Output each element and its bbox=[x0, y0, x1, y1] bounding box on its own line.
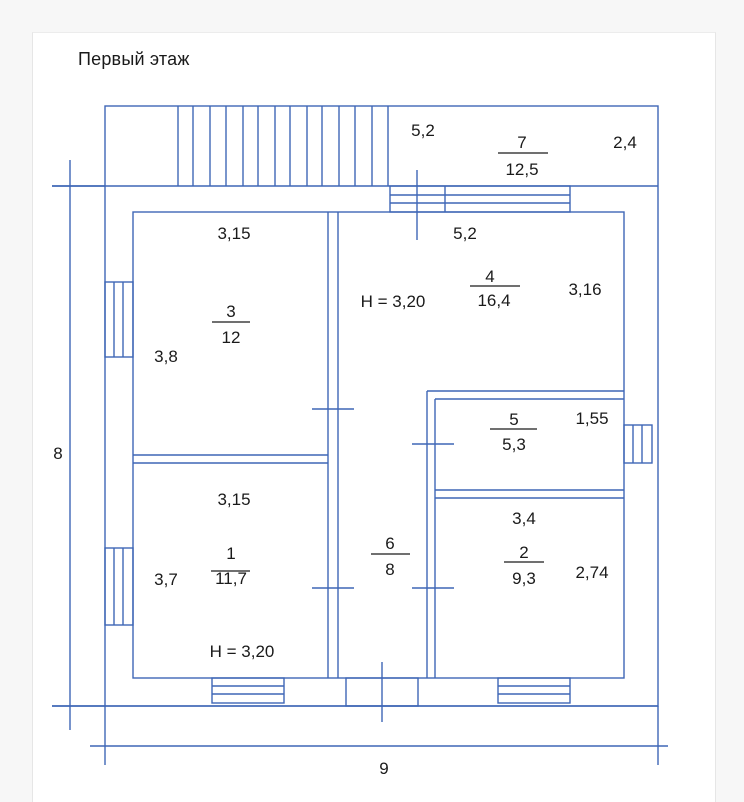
room-1-area: 11,7 bbox=[215, 569, 247, 588]
plan-labels: 1 11,7 2 9,3 3 12 4 16,4 5 5,3 6 8 7 12,… bbox=[53, 121, 637, 778]
partitions bbox=[133, 212, 624, 678]
dim-overall-width: 9 bbox=[379, 759, 388, 778]
dim-room5-right: 1,55 bbox=[575, 409, 608, 428]
room-6-number: 6 bbox=[385, 534, 394, 553]
fraction-bars bbox=[211, 152, 548, 572]
dim-room4-right: 3,16 bbox=[568, 280, 601, 299]
ceiling-height-room1: H = 3,20 bbox=[210, 642, 275, 661]
room-2-number: 2 bbox=[519, 543, 528, 562]
dim-terrace-top: 5,2 bbox=[411, 121, 435, 140]
room-7-number: 7 bbox=[517, 133, 526, 152]
dim-room1-top: 3,15 bbox=[217, 490, 250, 509]
stairs bbox=[177, 106, 389, 186]
floor-title: Первый этаж bbox=[78, 49, 190, 69]
room-7-area: 12,5 bbox=[505, 160, 538, 179]
dim-room3-top: 3,15 bbox=[217, 224, 250, 243]
room-5-number: 5 bbox=[509, 410, 518, 429]
dim-overall-height: 8 bbox=[53, 444, 62, 463]
outer-wall-line bbox=[104, 105, 659, 707]
inner-wall-line bbox=[132, 211, 625, 679]
dimension-lines bbox=[52, 160, 668, 765]
room-1-number: 1 bbox=[226, 544, 235, 563]
ceiling-height-room4: H = 3,20 bbox=[361, 292, 426, 311]
dim-room3-left: 3,8 bbox=[154, 347, 178, 366]
room-4-number: 4 bbox=[485, 267, 494, 286]
room-2-area: 9,3 bbox=[512, 569, 536, 588]
plan-sheet bbox=[32, 32, 716, 802]
dim-room4-top: 5,2 bbox=[453, 224, 477, 243]
door-markers bbox=[312, 170, 454, 722]
room-4-area: 16,4 bbox=[477, 291, 510, 310]
plan-lines bbox=[52, 105, 668, 765]
dim-room2-top: 3,4 bbox=[512, 509, 536, 528]
room-6-area: 8 bbox=[385, 560, 394, 579]
room-3-area: 12 bbox=[222, 328, 241, 347]
room-5-area: 5,3 bbox=[502, 435, 526, 454]
dim-room2-right: 2,74 bbox=[575, 563, 608, 582]
windows bbox=[104, 185, 653, 707]
dim-terrace-right: 2,4 bbox=[613, 133, 637, 152]
room-3-number: 3 bbox=[226, 302, 235, 321]
dim-room1-left: 3,7 bbox=[154, 570, 178, 589]
